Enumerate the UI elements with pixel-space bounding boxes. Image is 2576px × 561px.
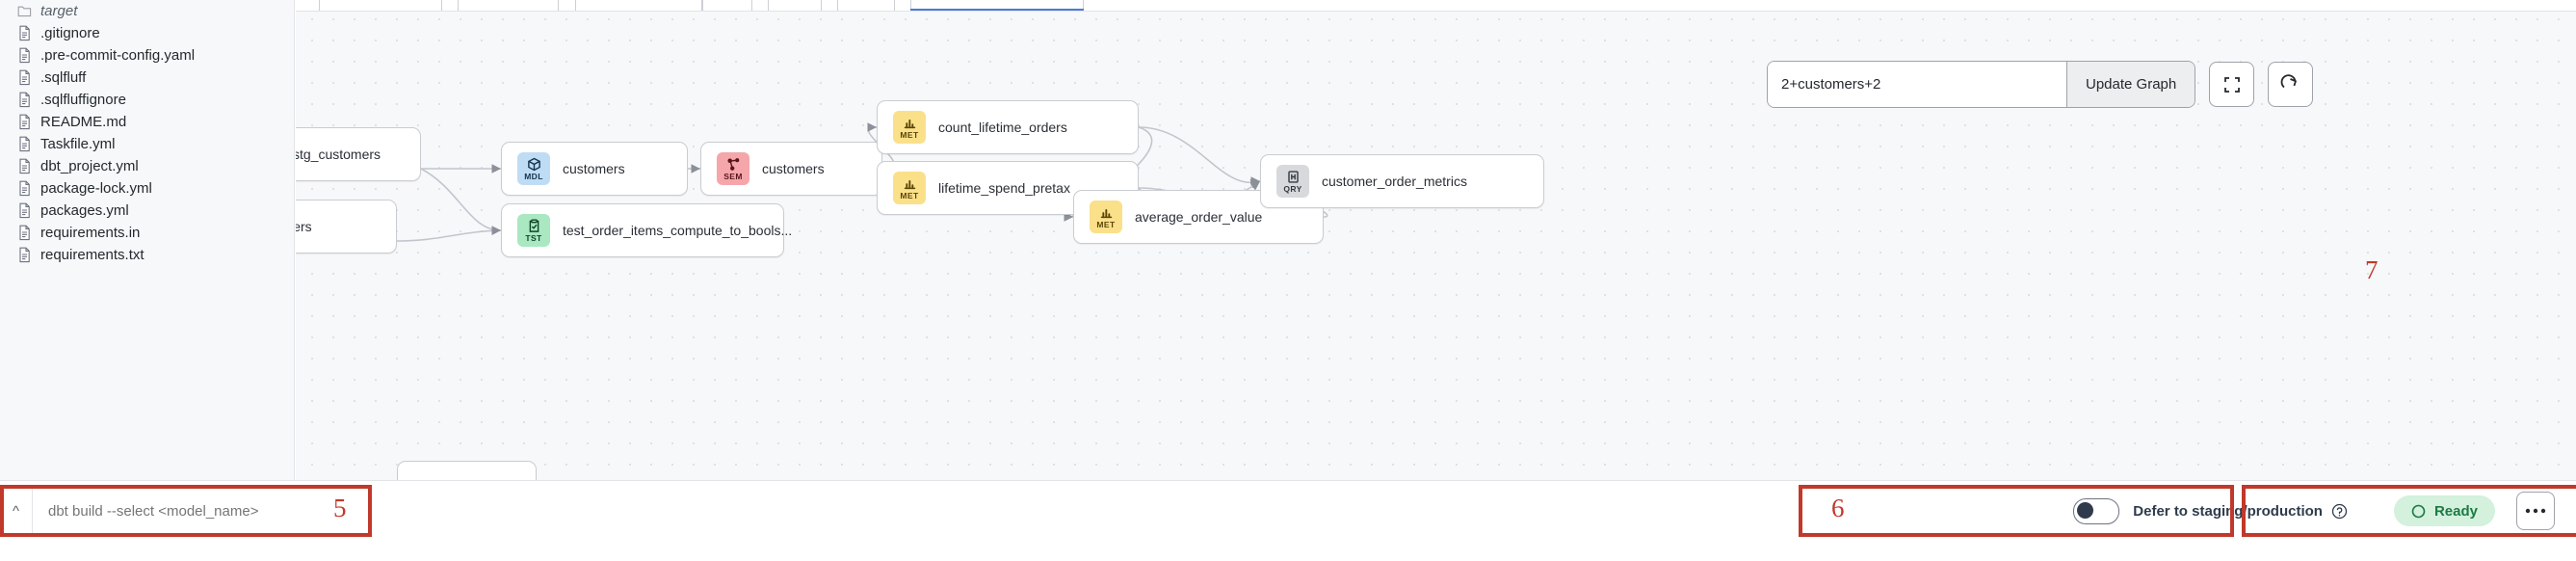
graph-node-label: count_lifetime_orders xyxy=(938,120,1067,135)
graph-node[interactable]: SEM customers xyxy=(700,142,882,196)
file-name: packages.yml xyxy=(40,202,129,219)
graph-node[interactable]: TST test_order_items_compute_to_bools... xyxy=(501,203,792,257)
file-item[interactable]: .gitignore xyxy=(0,22,294,44)
command-input[interactable] xyxy=(33,484,372,538)
file-icon xyxy=(17,158,32,174)
query-icon: QRY xyxy=(1276,165,1309,198)
file-item[interactable]: .sqlfluffignore xyxy=(0,89,294,111)
help-circle-icon[interactable] xyxy=(2331,503,2348,520)
file-explorer-sidebar: target .gitignore .pre-commit-config.yaml.… xyxy=(0,0,295,480)
graph-node-label: lifetime_spend_pretax xyxy=(938,180,1070,196)
bar-chart-icon: MET xyxy=(1090,200,1122,233)
file-name: target xyxy=(40,3,78,19)
graph-node-label: average_order_value xyxy=(1135,209,1263,225)
refresh-button[interactable] xyxy=(2268,62,2314,107)
file-name: .sqlfluffignore xyxy=(40,92,126,108)
editor-tab[interactable] xyxy=(319,0,442,11)
file-item[interactable]: README.md xyxy=(0,111,294,133)
editor-tab-strip xyxy=(296,0,2576,12)
graph-selector-combo: Update Graph xyxy=(1767,61,2196,108)
defer-toggle[interactable] xyxy=(2073,497,2120,524)
file-item[interactable]: Taskfile.yml xyxy=(0,133,294,155)
editor-tab[interactable] xyxy=(768,0,822,11)
status-bar: ^ Defer to staging/production xyxy=(0,480,2576,561)
graph-node-label: orders xyxy=(296,219,312,234)
defer-label: Defer to staging/production xyxy=(2133,502,2323,520)
graph-node[interactable]: QRY customer_order_metrics xyxy=(1260,154,1544,208)
status-badge-label: Ready xyxy=(2433,502,2478,520)
file-item[interactable]: packages.yml xyxy=(0,200,294,222)
file-icon xyxy=(17,202,32,219)
editor-tab[interactable] xyxy=(837,0,895,11)
graph-node[interactable]: orders xyxy=(296,200,397,254)
graph-node[interactable]: MDL customers xyxy=(501,142,688,196)
folder-icon xyxy=(17,3,32,19)
bar-chart-icon: MET xyxy=(893,172,926,204)
status-badge[interactable]: Ready xyxy=(2393,495,2495,526)
editor-tab[interactable] xyxy=(702,0,752,11)
file-name: README.md xyxy=(40,114,127,130)
file-item[interactable]: package-lock.yml xyxy=(0,177,294,200)
graph-node-partial[interactable] xyxy=(397,461,537,480)
file-icon xyxy=(17,225,32,241)
circle-icon xyxy=(2411,504,2426,518)
file-name: requirements.in xyxy=(40,225,141,241)
file-icon xyxy=(17,114,32,130)
semantic-icon: SEM xyxy=(717,152,749,185)
annotation-number-6: 6 xyxy=(1831,494,1845,522)
fullscreen-icon xyxy=(2223,76,2240,93)
graph-node[interactable]: MET count_lifetime_orders xyxy=(877,100,1139,154)
file-icon xyxy=(17,92,32,108)
file-name: .sqlfluff xyxy=(40,69,87,86)
file-icon xyxy=(17,47,32,64)
file-icon xyxy=(17,136,32,152)
file-item[interactable]: requirements.txt xyxy=(0,244,294,266)
cube-icon: MDL xyxy=(517,152,550,185)
file-name: package-lock.yml xyxy=(40,180,152,197)
file-item[interactable]: requirements.in xyxy=(0,222,294,244)
graph-node-label: test_order_items_compute_to_bools... xyxy=(563,223,793,238)
fullscreen-button[interactable] xyxy=(2209,62,2255,107)
graph-node-label: stg_customers xyxy=(296,147,381,162)
graph-selector-input[interactable] xyxy=(1768,62,2066,107)
graph-toolbar: Update Graph xyxy=(1767,61,2314,108)
file-name: dbt_project.yml xyxy=(40,158,139,174)
file-item[interactable]: .sqlfluff xyxy=(0,67,294,89)
file-name: Taskfile.yml xyxy=(40,136,116,152)
file-item[interactable]: dbt_project.yml xyxy=(0,155,294,177)
refresh-icon xyxy=(2280,74,2298,89)
defer-control: Defer to staging/production xyxy=(2025,485,2361,537)
file-icon xyxy=(17,69,32,86)
graph-node-label: customers xyxy=(563,161,625,176)
file-icon xyxy=(17,247,32,263)
file-item[interactable]: target xyxy=(0,0,294,22)
bar-chart-icon: MET xyxy=(893,111,926,144)
toggle-knob xyxy=(2077,501,2094,519)
file-name: requirements.txt xyxy=(40,247,145,263)
file-icon xyxy=(17,25,32,41)
update-graph-button[interactable]: Update Graph xyxy=(2066,62,2195,107)
active-tab-indicator xyxy=(910,9,1084,11)
status-actions: Defer to staging/production Ready xyxy=(2025,485,2576,537)
graph-node-label: customers xyxy=(762,161,825,176)
file-name: .gitignore xyxy=(40,25,100,41)
graph-node[interactable]: stg_customers xyxy=(296,127,421,181)
command-bar: ^ xyxy=(0,484,372,538)
file-icon xyxy=(17,180,32,197)
file-tree: target .gitignore .pre-commit-config.yaml.… xyxy=(0,0,294,266)
editor-tab[interactable] xyxy=(575,0,702,11)
file-name: .pre-commit-config.yaml xyxy=(40,47,196,64)
editor-tab[interactable] xyxy=(458,0,559,11)
clipboard-check-icon: TST xyxy=(517,214,550,247)
graph-node-label: customer_order_metrics xyxy=(1322,174,1467,189)
file-item[interactable]: .pre-commit-config.yaml xyxy=(0,44,294,67)
chevron-up-icon[interactable]: ^ xyxy=(0,485,33,537)
more-actions-button[interactable] xyxy=(2516,492,2555,530)
ellipsis-icon xyxy=(2525,508,2546,514)
